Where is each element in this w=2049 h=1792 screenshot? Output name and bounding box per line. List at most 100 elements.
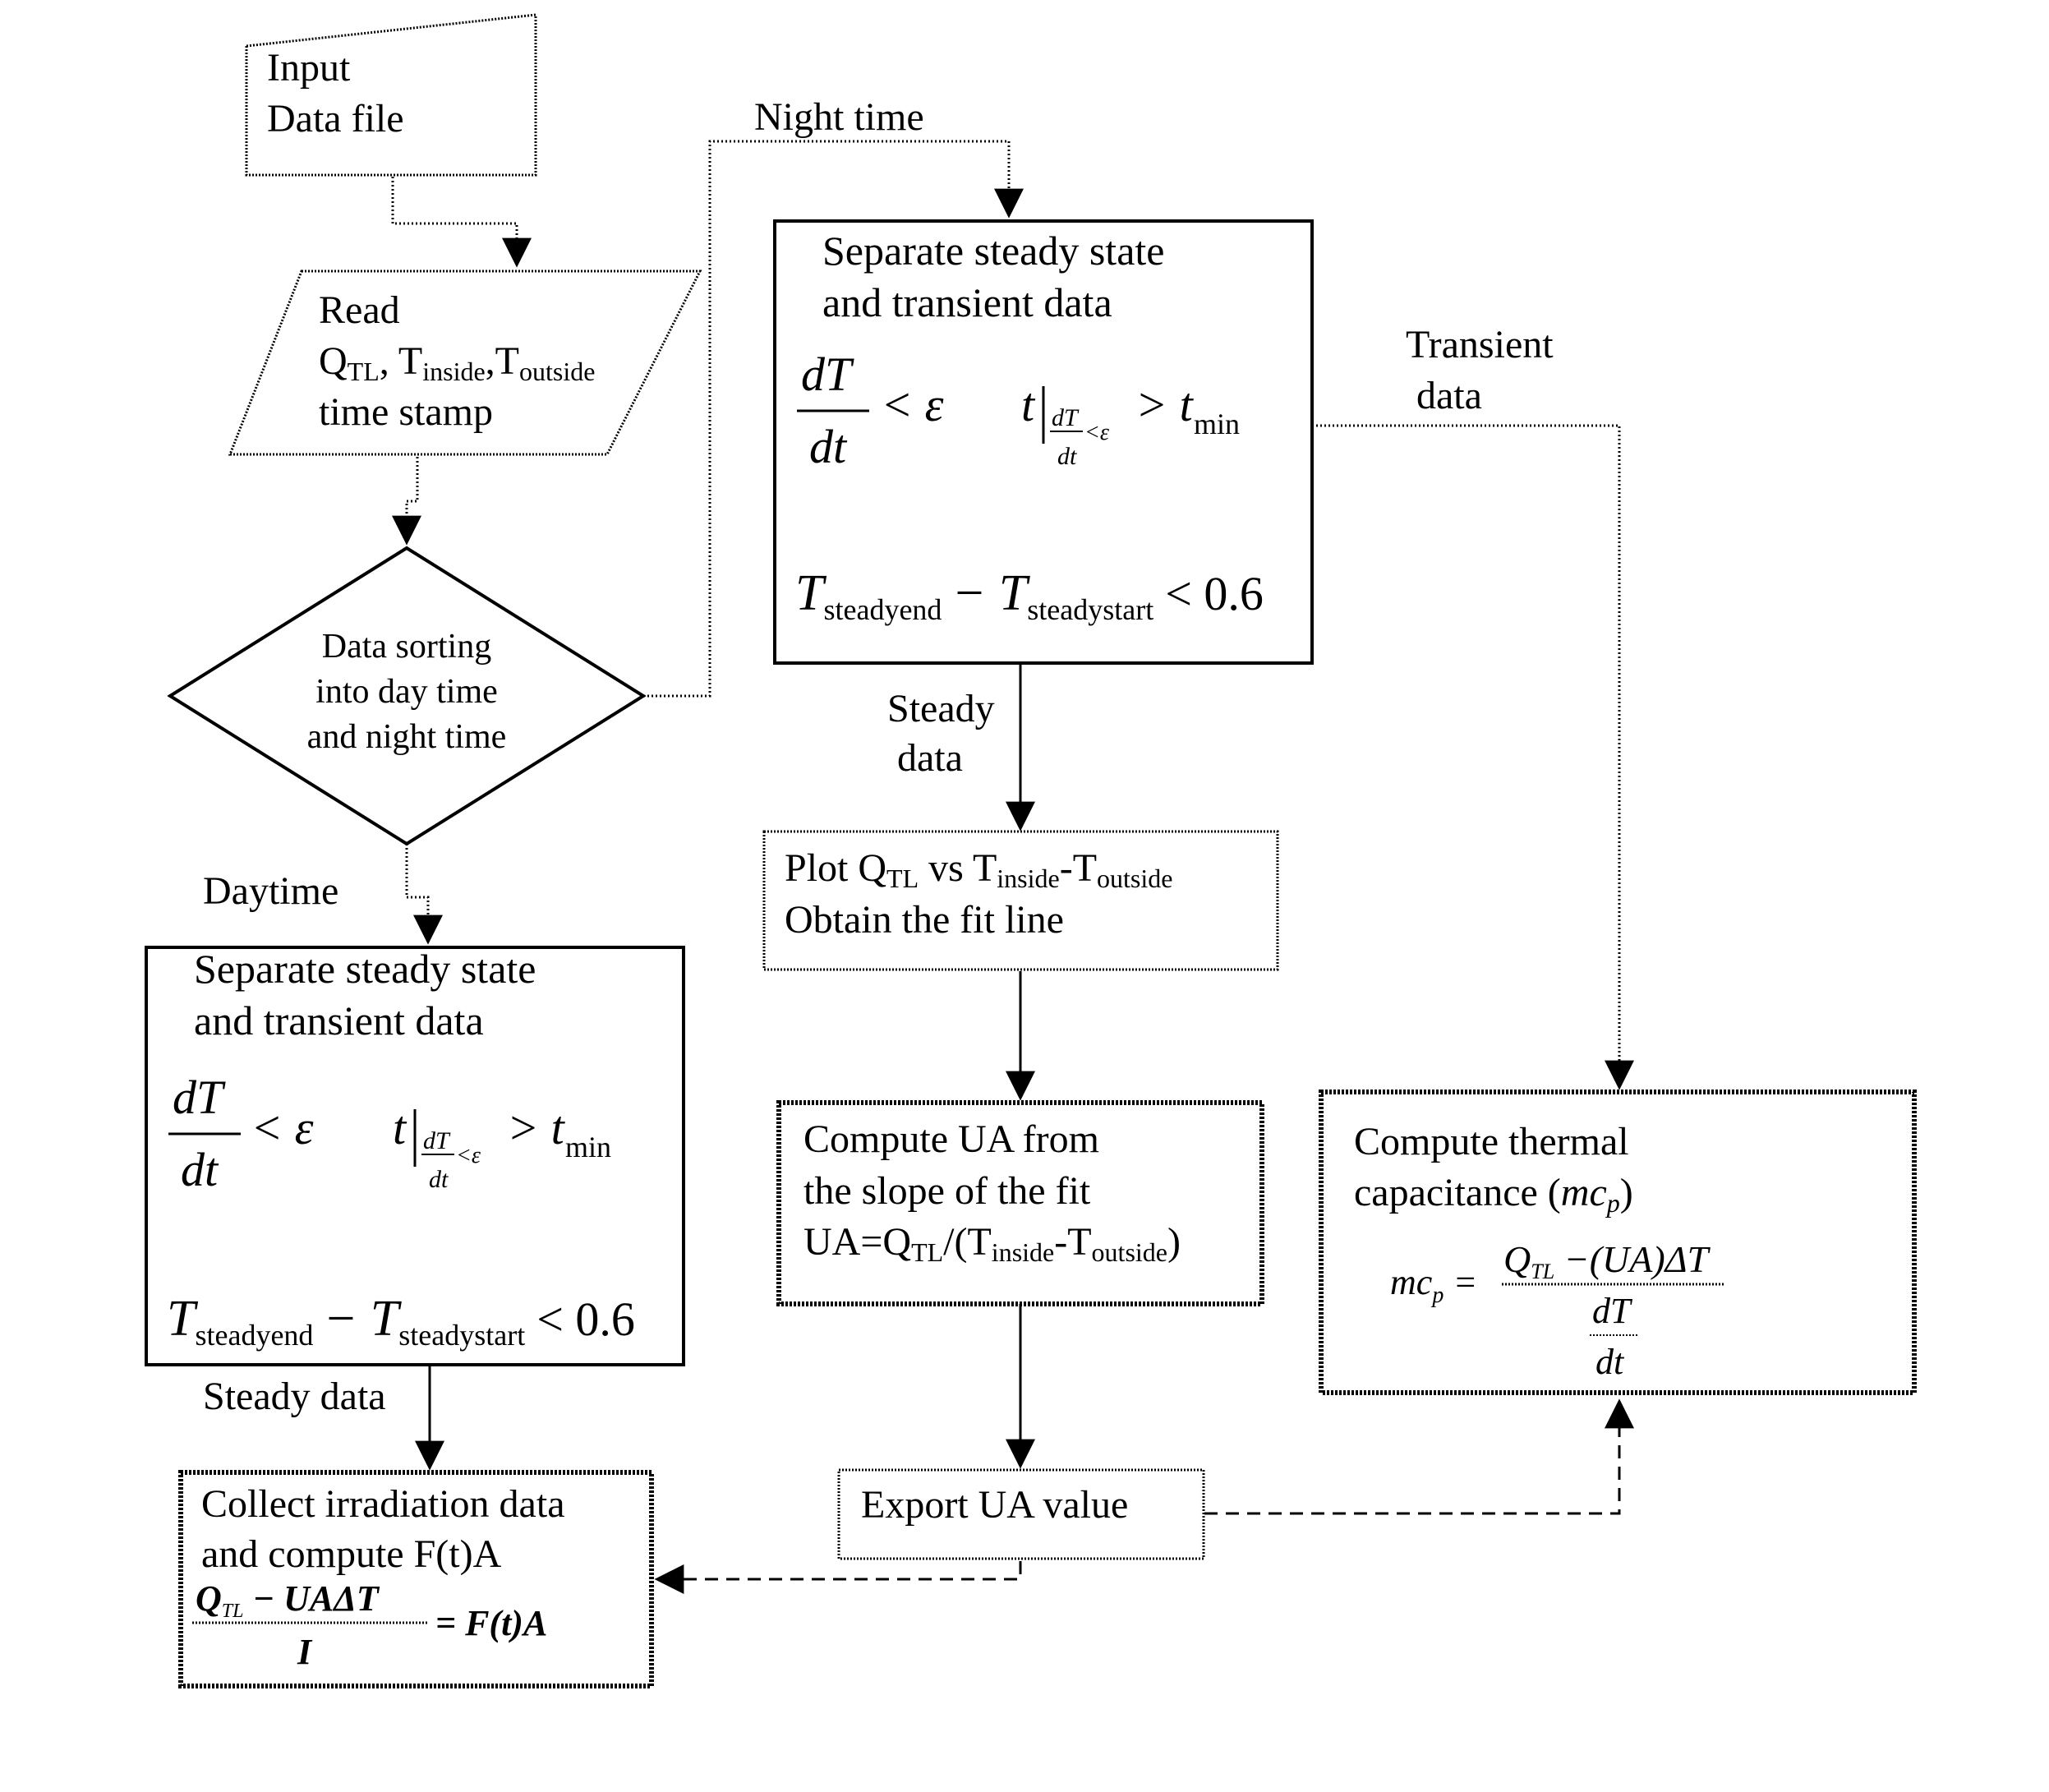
collect-num-sub: TL <box>222 1601 244 1622</box>
night-eq2-min: min <box>1194 408 1240 440</box>
thermal-line2d: ) <box>1620 1171 1633 1214</box>
decision-line2: into day time <box>315 673 498 711</box>
edge-decision-to-day <box>407 844 428 942</box>
read-q: Q <box>319 339 348 383</box>
thermal-line2b: mc <box>1561 1171 1607 1214</box>
night-eq1-lt: < ε <box>881 378 944 431</box>
night-eq2-bar-cond: <ε <box>1084 420 1109 445</box>
edge-read-to-decision <box>407 457 417 542</box>
compute-ua-a-sub: TL <box>911 1237 943 1267</box>
label-night-time: Night time <box>754 95 924 139</box>
label-daytime: Daytime <box>203 869 338 913</box>
label-transient-data: data <box>1416 374 1482 417</box>
night-eq3-tail: < 0.6 <box>1165 567 1264 620</box>
read-title: Read <box>319 288 400 332</box>
thermal-line2c: p <box>1605 1188 1620 1218</box>
night-eq3-T1: T <box>795 565 827 621</box>
collect-line1: Collect irradiation data <box>201 1482 565 1526</box>
label-steady-night-data: data <box>897 736 963 780</box>
night-eq2-t: t <box>1021 378 1036 431</box>
read-line3: time stamp <box>319 390 493 434</box>
day-sep-line1: Separate steady state <box>194 946 536 992</box>
edge-night-to-thermal <box>1312 426 1619 1087</box>
node-collect: Collect irradiation data and compute F(t… <box>181 1472 652 1686</box>
night-sep-line1: Separate steady state <box>822 228 1164 274</box>
night-sep-line2: and transient data <box>822 279 1112 325</box>
label-steady-day: Steady data <box>203 1375 386 1418</box>
day-eq3-T1: T <box>167 1291 199 1347</box>
thermal-num-q: Q <box>1503 1238 1531 1280</box>
plot-line2: Obtain the fit line <box>785 898 1064 942</box>
node-compute-thermal: Compute thermal capacitance (mcp) mcp= Q… <box>1321 1092 1914 1393</box>
collect-num-q: Q <box>196 1578 222 1619</box>
read-sep1: , <box>380 339 398 383</box>
node-compute-ua: Compute UA from the slope of the fit UA=… <box>779 1103 1262 1304</box>
thermal-num-rest: −(UA)ΔT <box>1554 1238 1711 1280</box>
day-eq1-num: dT <box>173 1071 226 1124</box>
day-sep-line2: and transient data <box>194 997 484 1043</box>
day-eq1-den: dt <box>181 1143 219 1196</box>
night-eq1-den: dt <box>809 420 848 473</box>
thermal-num-sub: TL <box>1531 1260 1554 1283</box>
plot-c-sub: outside <box>1097 864 1172 893</box>
edge-export-to-thermal <box>1204 1402 1619 1513</box>
collect-line2: and compute F(t)A <box>201 1532 502 1576</box>
node-night-separate: Separate steady state and transient data… <box>775 221 1312 663</box>
night-eq3-minus: − T <box>951 565 1030 621</box>
plot-b-sub: inside <box>997 864 1059 893</box>
read-to-sub: outside <box>519 357 595 386</box>
plot-a: Plot Q <box>785 846 886 890</box>
thermal-lhs-sub: p <box>1430 1283 1444 1308</box>
compute-ua-d: ) <box>1167 1220 1181 1264</box>
input-line2: Data file <box>267 97 404 141</box>
read-ti-sub: inside <box>422 357 485 386</box>
export-label: Export UA value <box>861 1483 1128 1527</box>
day-eq2-bar-cond: <ε <box>456 1143 481 1168</box>
plot-a-sub: TL <box>886 864 919 893</box>
input-line1: Input <box>267 46 351 90</box>
day-eq2-bar-num: dT <box>423 1127 451 1154</box>
compute-ua-c-sub: outside <box>1092 1237 1167 1267</box>
read-q-sub: TL <box>348 357 380 386</box>
read-to: T <box>495 339 519 383</box>
thermal-den-num: dT <box>1592 1291 1633 1331</box>
collect-rhs: = F(t)A <box>435 1603 547 1643</box>
read-sep2: , <box>486 339 495 383</box>
node-read: Read QTL, Tinside,Toutside time stamp <box>230 271 700 454</box>
thermal-lhs-mc: mc <box>1390 1262 1433 1302</box>
night-eq3-sub1: steadyend <box>823 593 942 626</box>
read-ti: T <box>398 339 422 383</box>
compute-ua-c: -T <box>1054 1220 1091 1264</box>
plot-b: vs T <box>919 846 997 890</box>
compute-ua-line2: the slope of the fit <box>803 1169 1091 1213</box>
thermal-line2a: capacitance ( <box>1354 1171 1561 1214</box>
edge-input-to-read <box>393 177 517 265</box>
night-eq2-bar-num: dT <box>1052 404 1080 431</box>
day-eq2-t: t <box>393 1101 407 1154</box>
night-eq2-bar-den: dt <box>1057 443 1077 470</box>
thermal-line2: capacitance (mcp) <box>1354 1171 1633 1218</box>
day-eq1-lt: < ε <box>251 1101 314 1154</box>
decision-line1: Data sorting <box>322 628 491 666</box>
night-eq3-sub2: steadystart <box>1027 593 1153 626</box>
node-export: Export UA value <box>839 1470 1204 1559</box>
label-transient: Transient <box>1406 323 1554 366</box>
day-eq3-sub1: steadyend <box>195 1319 313 1352</box>
thermal-den-den: dt <box>1595 1342 1625 1382</box>
plot-c: -T <box>1060 846 1097 890</box>
edge-export-to-collect <box>657 1561 1020 1579</box>
label-steady-night: Steady <box>887 687 995 730</box>
night-eq2-gt: > t <box>1135 378 1195 431</box>
day-eq3-minus: − T <box>323 1291 402 1347</box>
node-input-data-file: Input Data file <box>246 15 536 175</box>
day-eq2-bar-den: dt <box>429 1166 449 1193</box>
collect-den: I <box>297 1632 313 1672</box>
day-eq2-min: min <box>565 1131 611 1163</box>
compute-ua-b-sub: inside <box>992 1237 1054 1267</box>
decision-line3: and night time <box>307 718 507 756</box>
node-decision: Data sorting into day time and night tim… <box>170 548 643 844</box>
node-day-separate: Separate steady state and transient data… <box>146 946 684 1365</box>
collect-num-rest: − UAΔT <box>243 1578 380 1619</box>
node-plot: Plot QTL vs Tinside-Toutside Obtain the … <box>764 832 1278 970</box>
